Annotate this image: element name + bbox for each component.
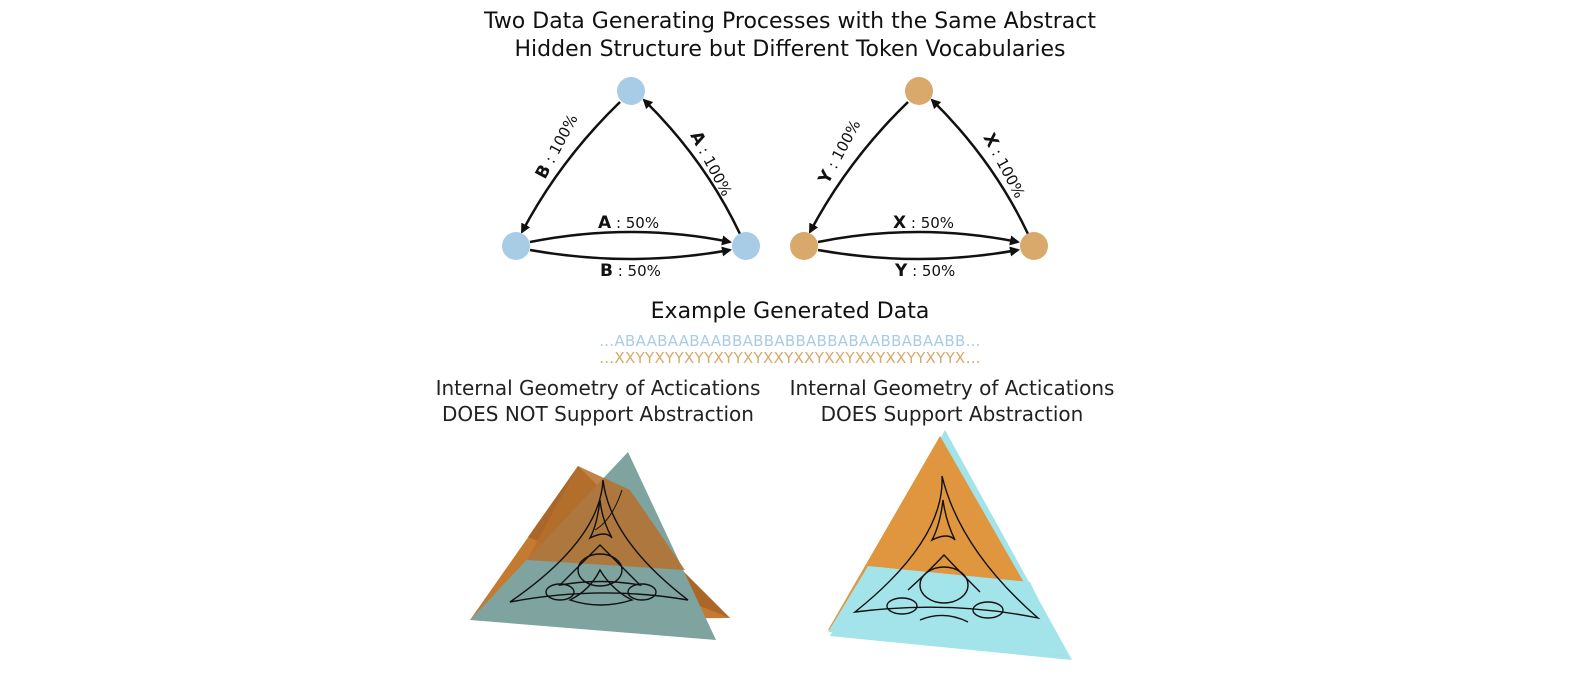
figure-title-line2: Hidden Structure but Different Token Voc… bbox=[514, 37, 1066, 62]
edge-lower-arc bbox=[529, 246, 732, 261]
fractal-pattern bbox=[509, 479, 689, 606]
edge-upper-arc bbox=[817, 230, 1020, 246]
geometry-left-line2: DOES NOT Support Abstraction bbox=[442, 402, 754, 426]
edge-top-to-left bbox=[520, 101, 621, 234]
edge-label-upper-arc: A : 50% bbox=[598, 213, 659, 233]
geometry-left-illustration bbox=[470, 452, 730, 640]
overlap-orange bbox=[527, 466, 685, 570]
sequence-ab: …ABAABAABAABBABBABBABBABAABBABAABB… bbox=[599, 332, 981, 350]
geometry-left-line1: Internal Geometry of Actications bbox=[435, 376, 761, 400]
geometry-right-illustration bbox=[828, 430, 1072, 660]
edge-right-to-top bbox=[930, 98, 1030, 235]
edge-label-top-to-left: B : 100% bbox=[532, 111, 583, 183]
example-heading: Example Generated Data bbox=[650, 299, 930, 324]
geometry-right-line1: Internal Geometry of Actications bbox=[789, 376, 1115, 400]
edge-right-to-top bbox=[642, 98, 742, 235]
process-right-graph: Y : 100% X : 100% X : 50% Y : 50% bbox=[790, 77, 1048, 281]
geometry-left-caption: Internal Geometry of Actications DOES NO… bbox=[408, 375, 788, 427]
geometry-right-line2: DOES Support Abstraction bbox=[820, 402, 1084, 426]
figure-title-line1: Two Data Generating Processes with the S… bbox=[484, 9, 1096, 34]
state-node-left bbox=[502, 232, 530, 260]
geometry-right-caption: Internal Geometry of Actications DOES Su… bbox=[762, 375, 1142, 427]
state-node-top bbox=[905, 77, 933, 105]
fractal-pattern bbox=[852, 475, 1041, 623]
edge-label-top-to-left: Y : 100% bbox=[814, 116, 865, 188]
edge-label-upper-arc: X : 50% bbox=[893, 213, 954, 233]
state-node-right bbox=[1020, 232, 1048, 260]
edge-label-lower-arc: Y : 50% bbox=[894, 261, 955, 281]
edge-upper-arc bbox=[529, 230, 732, 246]
state-node-top bbox=[617, 77, 645, 105]
edge-lower-arc bbox=[817, 246, 1020, 261]
sequence-xy: …XXYYXYYXYYXYYXYXXYXXYXXYXXYXXYYXYYX… bbox=[599, 349, 981, 367]
process-left-graph: B : 100% A : 100% A : 50% B : 50% bbox=[502, 77, 760, 281]
state-node-left bbox=[790, 232, 818, 260]
edge-label-lower-arc: B : 50% bbox=[600, 261, 661, 281]
edge-top-to-left bbox=[808, 101, 909, 234]
edge-label-right-to-top: A : 100% bbox=[686, 128, 737, 200]
state-node-right bbox=[732, 232, 760, 260]
